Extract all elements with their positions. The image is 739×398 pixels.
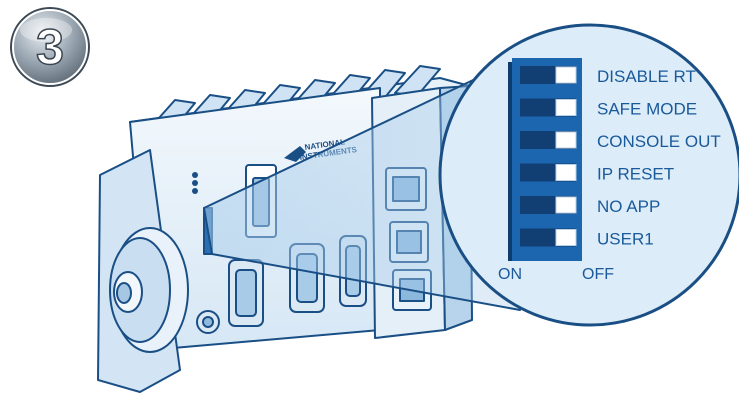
on-label: ON [498, 266, 522, 283]
dip-switch-toggle [556, 100, 576, 116]
dip-switch-row: CONSOLE OUT [520, 131, 721, 151]
dip-switch-toggle [556, 132, 576, 148]
reset-button [197, 311, 219, 333]
dip-switch-housing-edge [508, 62, 512, 261]
dip-switch-toggle [556, 165, 576, 181]
dip-switch-label: CONSOLE OUT [597, 132, 721, 151]
dip-switch-label: IP RESET [597, 165, 674, 184]
off-label: OFF [582, 266, 614, 283]
dip-switch-row: IP RESET [520, 164, 674, 184]
dip-switch-toggle [556, 230, 576, 246]
dip-switch-label: SAFE MODE [597, 100, 697, 119]
dip-switch-row: SAFE MODE [520, 99, 697, 119]
mounting-knob [110, 228, 188, 352]
dip-switch-label: USER1 [597, 230, 654, 249]
step-number: 3 [36, 19, 64, 75]
dip-switch-label: DISABLE RT [597, 67, 696, 86]
step-number-badge: 3 [10, 7, 90, 87]
dip-switch-toggle [556, 67, 576, 83]
dip-switch-row: DISABLE RT [520, 66, 696, 86]
status-leds [192, 172, 198, 194]
serial-port-1 [229, 260, 263, 326]
dip-switch-label: NO APP [597, 197, 660, 216]
dip-switch-toggle [556, 197, 576, 213]
